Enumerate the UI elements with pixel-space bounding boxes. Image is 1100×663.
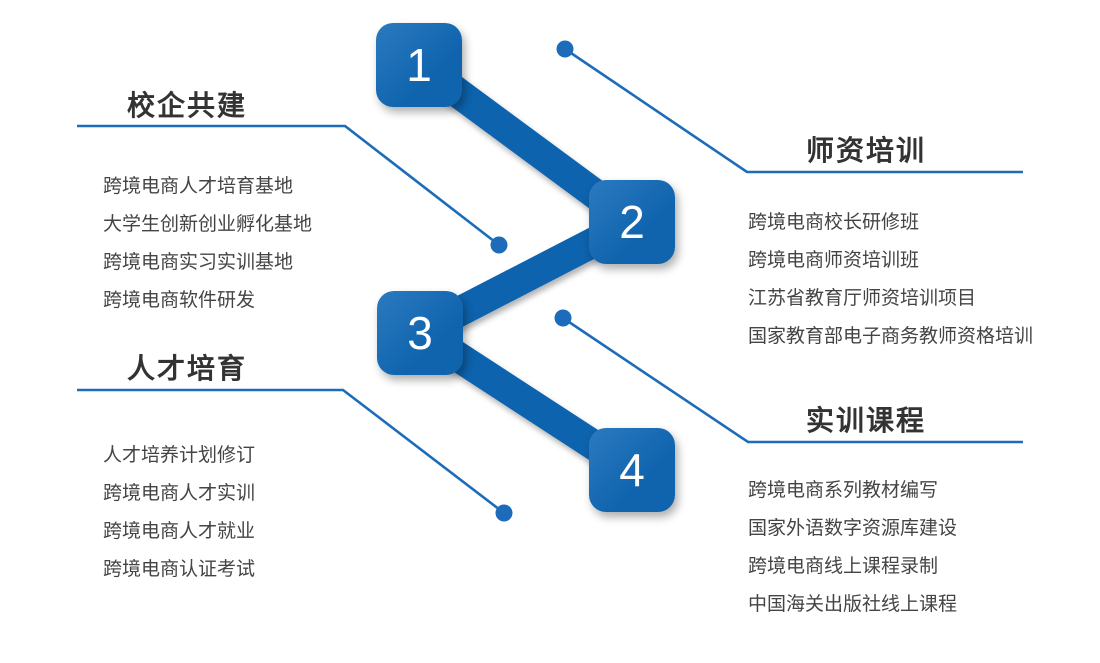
node-2: 2 [589,180,675,264]
section-list-teacher-training: 跨境电商校长研修班 跨境电商师资培训班 江苏省教育厅师资培训项目 国家教育部电子… [748,201,1033,353]
list-item: 江苏省教育厅师资培训项目 [748,287,977,309]
list-item: 跨境电商认证考试 [103,558,256,580]
list-item: 大学生创新创业孵化基地 [103,213,313,235]
list-item: 跨境电商师资培训班 [748,249,920,271]
list-item: 跨境电商校长研修班 [748,211,920,233]
callout-dot-top-right [556,40,574,58]
list-item: 跨境电商人才实训 [103,482,256,504]
callout-line-top-left [77,124,500,247]
list-item: 跨境电商系列教材编写 [748,479,939,501]
section-list-practical-courses: 跨境电商系列教材编写 国家外语数字资源库建设 跨境电商线上课程录制 中国海关出版… [748,469,957,621]
list-item: 国家外语数字资源库建设 [748,517,958,539]
section-title-school-enterprise-co-construction: 校企共建 [126,90,247,121]
node-1: 1 [376,23,462,107]
list-item: 跨境电商人才培育基地 [103,175,294,197]
section-list-talent-cultivation: 人才培养计划修订 跨境电商人才实训 跨境电商人才就业 跨境电商认证考试 [103,434,255,586]
list-item: 中国海关出版社线上课程 [748,593,958,615]
section-title-practical-courses: 实训课程 [805,405,926,436]
node-3: 3 [377,291,463,375]
list-item: 跨境电商软件研发 [103,289,256,311]
list-item: 人才培养计划修订 [103,444,256,466]
list-item: 跨境电商人才就业 [103,520,256,542]
callout-dot-bottom-left [495,504,513,522]
callout-line-top-right [564,47,1023,174]
section-title-teacher-training: 师资培训 [805,135,926,166]
flow-band [405,51,648,483]
list-item: 国家教育部电子商务教师资格培训 [748,325,1034,347]
callout-dot-top-left [490,236,508,254]
node-4: 4 [589,428,675,512]
list-item: 跨境电商线上课程录制 [748,555,939,577]
callout-line-bottom-right [562,316,1023,444]
callout-dot-bottom-right [554,309,572,327]
section-title-talent-cultivation: 人才培育 [126,353,247,384]
section-list-school-enterprise-co-construction: 跨境电商人才培育基地 大学生创新创业孵化基地 跨境电商实习实训基地 跨境电商软件… [103,165,312,317]
list-item: 跨境电商实习实训基地 [103,251,294,273]
callout-line-bottom-left [77,388,505,515]
